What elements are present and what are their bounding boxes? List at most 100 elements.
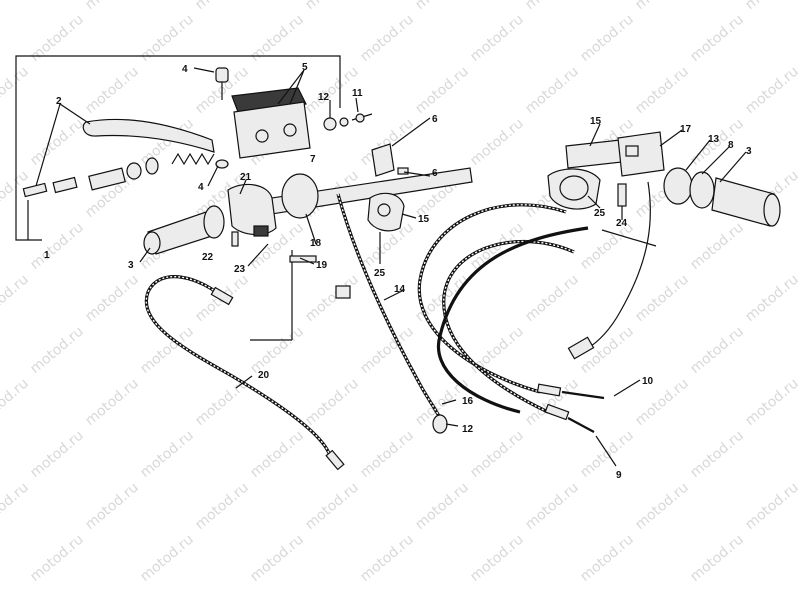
assembly-bracket <box>15 55 341 341</box>
watermark-text: motod.ru <box>357 324 416 378</box>
callout-5: 5 <box>302 62 308 73</box>
callout-18: 18 <box>310 238 322 249</box>
watermark-text: motod.ru <box>302 0 361 13</box>
watermark-text: motod.ru <box>357 532 416 586</box>
watermark-text: motod.ru <box>742 272 798 326</box>
left-grip <box>143 205 225 255</box>
leader-lines <box>35 67 747 467</box>
watermark-text: motod.ru <box>137 532 196 586</box>
watermark-text: motod.ru <box>522 0 581 13</box>
watermark-text: motod.ru <box>247 532 306 586</box>
callout-labels: 1 2 3 3 4 4 5 6 6 7 8 9 10 11 12 12 13 1… <box>44 62 752 481</box>
callout-9: 9 <box>616 470 622 481</box>
watermark-text: motod.ru <box>247 428 306 482</box>
watermark-text: motod.ru <box>687 532 746 586</box>
watermark-text: motod.ru <box>577 532 636 586</box>
watermark-text: motod.ru <box>0 0 32 13</box>
watermark-text: motod.ru <box>687 324 746 378</box>
watermark-text: motod.ru <box>357 12 416 66</box>
callout-20: 20 <box>258 370 270 381</box>
callout-24: 24 <box>616 218 628 229</box>
cable-20 <box>144 275 345 471</box>
watermark-text: motod.ru <box>27 12 86 66</box>
watermark-text: motod.ru <box>27 324 86 378</box>
watermark-text: motod.ru <box>247 12 306 66</box>
callout-4-top: 4 <box>182 64 188 75</box>
cable-9 <box>442 239 595 433</box>
callout-16: 16 <box>462 396 474 407</box>
watermark-text: motod.ru <box>687 220 746 274</box>
callout-4-bottom: 4 <box>198 182 204 193</box>
watermark-text: motod.ru <box>302 376 361 430</box>
callout-21: 21 <box>240 172 252 183</box>
watermark-text: motod.ru <box>412 480 471 534</box>
watermark-text: motod.ru <box>192 0 251 13</box>
watermark-text: motod.ru <box>632 64 691 118</box>
brake-lever <box>82 118 215 153</box>
callout-8: 8 <box>728 140 734 151</box>
watermark-text: motod.ru <box>742 64 798 118</box>
watermark-text: motod.ru <box>467 324 526 378</box>
callout-19: 19 <box>316 260 328 271</box>
callout-7: 7 <box>310 154 316 165</box>
center-clamp <box>367 143 409 232</box>
callout-6-bottom: 6 <box>432 168 438 179</box>
callout-25-mid: 25 <box>374 268 386 279</box>
watermark-text: motod.ru <box>467 428 526 482</box>
watermark-text: motod.ru <box>302 480 361 534</box>
callout-15-mid: 15 <box>418 214 430 225</box>
callout-3-right: 3 <box>746 146 752 157</box>
callout-23: 23 <box>234 264 246 275</box>
callout-3-left: 3 <box>128 260 134 271</box>
callout-2: 2 <box>56 96 62 107</box>
watermark-text: motod.ru <box>302 272 361 326</box>
right-switch-assembly <box>547 131 781 227</box>
watermark-text: motod.ru <box>82 272 141 326</box>
watermark-text: motod.ru <box>632 480 691 534</box>
callout-14: 14 <box>394 284 406 295</box>
watermark-text: motod.ru <box>82 0 141 13</box>
watermark-text: motod.ru <box>522 272 581 326</box>
watermark-text: motod.ru <box>27 220 86 274</box>
callout-17: 17 <box>680 124 692 135</box>
callout-1: 1 <box>44 250 50 261</box>
watermark-text: motod.ru <box>522 480 581 534</box>
watermark-text: motod.ru <box>82 480 141 534</box>
watermark-text: motod.ru <box>467 532 526 586</box>
callout-15-top: 15 <box>590 116 602 127</box>
watermark-text: motod.ru <box>632 272 691 326</box>
watermark-text: motod.ru <box>412 0 471 13</box>
watermark-text: motod.ru <box>577 428 636 482</box>
watermark-text: motod.ru <box>0 376 32 430</box>
mirror-mount-parts <box>323 113 373 131</box>
watermark-text: motod.ru <box>467 116 526 170</box>
cable-extra <box>436 226 589 414</box>
watermark-text: motod.ru <box>137 12 196 66</box>
watermark-text: motod.ru <box>742 480 798 534</box>
watermark-text: motod.ru <box>82 64 141 118</box>
watermark-text: motod.ru <box>0 480 32 534</box>
watermark-text: motod.ru <box>27 532 86 586</box>
cable-14 <box>336 193 448 434</box>
callout-22: 22 <box>202 252 214 263</box>
callout-12-top: 12 <box>318 92 330 103</box>
watermark-text: motod.ru <box>687 12 746 66</box>
watermark-text: motod.ru <box>27 428 86 482</box>
callout-10: 10 <box>642 376 654 387</box>
watermark-text: motod.ru <box>742 0 798 13</box>
wire-harness <box>567 181 657 360</box>
callout-12-bottom: 12 <box>462 424 474 435</box>
master-cylinder <box>215 67 311 169</box>
watermark-text: motod.ru <box>357 428 416 482</box>
watermark-text: motod.ru <box>192 480 251 534</box>
watermark-text: motod.ru <box>27 116 86 170</box>
watermark-text: motod.ru <box>467 12 526 66</box>
watermark-text: motod.ru <box>82 376 141 430</box>
watermark-text: motod.ru <box>687 428 746 482</box>
lever-pivot-parts <box>22 152 215 198</box>
watermark-text: motod.ru <box>577 12 636 66</box>
callout-11: 11 <box>352 88 363 99</box>
watermark-text: motod.ru <box>742 376 798 430</box>
watermark-text: motod.ru <box>0 272 32 326</box>
